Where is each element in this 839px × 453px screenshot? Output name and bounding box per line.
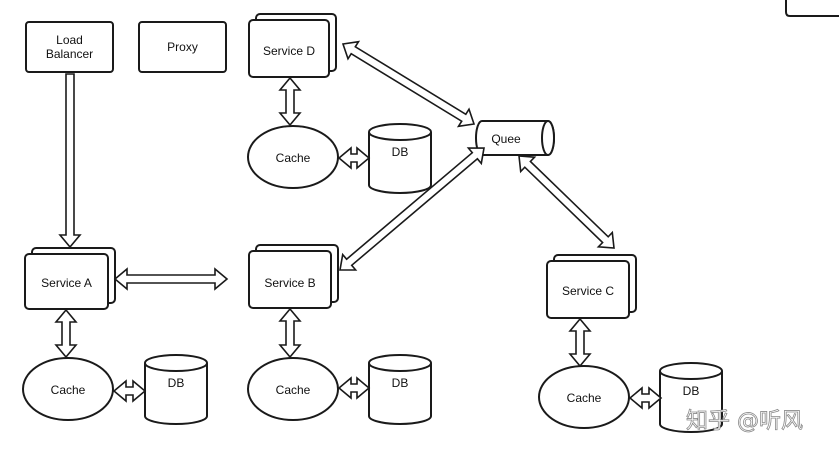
arrow-service-d-cache: [278, 76, 302, 127]
arrow-queue-service-b: [339, 147, 485, 271]
db-c-node[interactable]: DB: [659, 362, 723, 433]
cache-d-node[interactable]: Cache: [247, 125, 339, 189]
proxy-label: Proxy: [167, 40, 198, 54]
db-d-label: DB: [392, 145, 409, 159]
queue-label: Quee: [491, 132, 521, 146]
proxy-node[interactable]: Proxy: [138, 21, 227, 73]
cache-b-label: Cache: [276, 383, 311, 397]
arrow-cache-db-b: [337, 376, 371, 400]
load-balancer-label-line1: Load: [56, 33, 83, 47]
service-c-label: Service C: [562, 284, 614, 298]
arrow-cache-db-c: [628, 386, 663, 410]
db-b-node[interactable]: DB: [368, 354, 432, 425]
arrow-service-a-cache: [54, 308, 78, 359]
cache-c-node[interactable]: Cache: [538, 365, 630, 429]
arrow-service-a-service-b: [113, 267, 229, 291]
service-d-label: Service D: [263, 44, 315, 58]
watermark-text: 知乎 @听风: [686, 409, 803, 434]
arrow-cache-db-a: [112, 379, 147, 403]
service-c-node[interactable]: Service C: [546, 254, 637, 319]
connectors: [54, 40, 663, 410]
cache-a-label: Cache: [51, 383, 86, 397]
cache-d-label: Cache: [276, 151, 311, 165]
db-d-node[interactable]: DB: [368, 123, 432, 194]
cache-c-label: Cache: [567, 391, 602, 405]
service-d-node[interactable]: Service D: [248, 13, 337, 78]
arrow-queue-service-c: [518, 155, 615, 249]
db-a-node[interactable]: DB: [144, 354, 208, 425]
arrow-service-c-cache: [568, 317, 592, 368]
service-b-label: Service B: [264, 276, 315, 290]
service-a-node[interactable]: Service A: [24, 247, 116, 310]
cache-b-node[interactable]: Cache: [247, 357, 339, 421]
db-a-label: DB: [168, 376, 185, 390]
load-balancer-node[interactable]: Load Balancer: [25, 21, 114, 73]
arrow-service-b-cache: [278, 307, 302, 359]
arrow-lb-to-service-a: [58, 73, 82, 249]
service-b-node[interactable]: Service B: [248, 244, 339, 309]
db-b-label: DB: [392, 376, 409, 390]
arrow-service-d-queue: [341, 40, 476, 128]
service-a-label: Service A: [41, 276, 92, 290]
queue-node[interactable]: Quee: [475, 120, 555, 156]
partial-box: [785, 0, 839, 17]
cache-a-node[interactable]: Cache: [22, 357, 114, 421]
db-c-label: DB: [683, 384, 700, 398]
load-balancer-label-line2: Balancer: [46, 47, 93, 61]
arrow-cache-db-d: [337, 146, 371, 170]
